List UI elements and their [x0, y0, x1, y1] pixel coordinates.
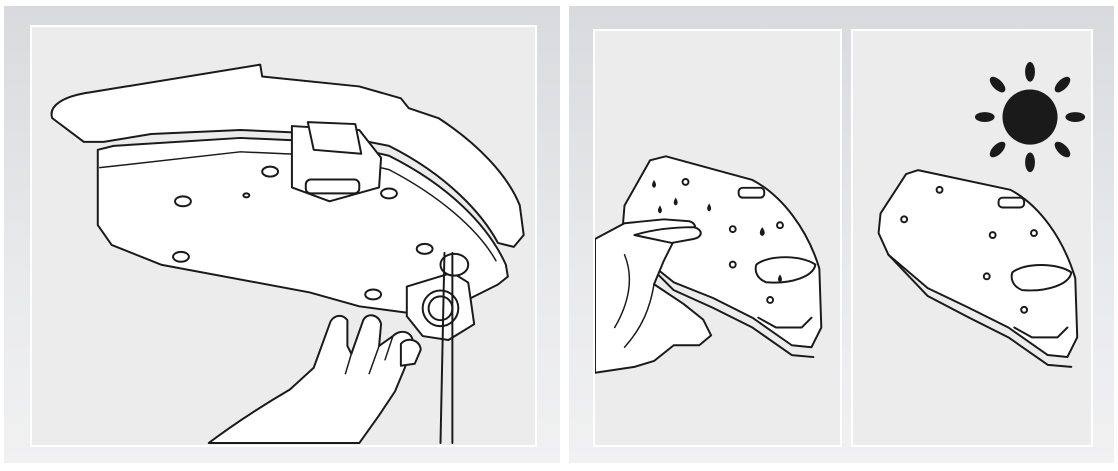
sun-icon [975, 62, 1085, 172]
robot-underside-illustration [32, 27, 535, 445]
wipe-bracket-illustration [595, 31, 840, 445]
panel-remove-bracket [30, 25, 537, 447]
panel-dry-bracket [851, 29, 1093, 447]
panel-wipe-bracket [593, 29, 842, 447]
mop-bracket [879, 170, 1078, 357]
dry-bracket-illustration [853, 31, 1091, 445]
hand-icon [209, 315, 413, 443]
